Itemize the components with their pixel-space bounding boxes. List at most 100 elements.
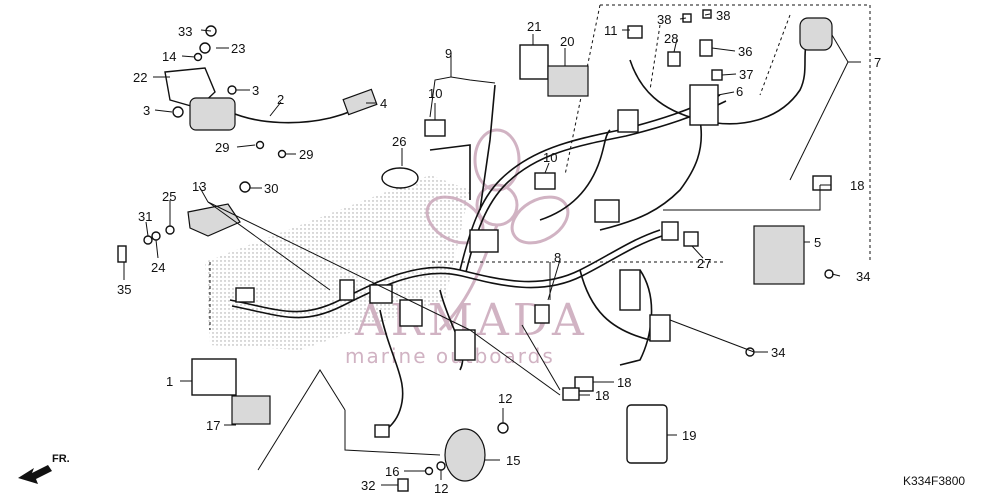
hardware <box>117 25 834 492</box>
callout-30: 30 <box>264 181 278 196</box>
connector-c <box>369 284 393 304</box>
callout-28: 28 <box>664 31 678 46</box>
front-arrow-icon <box>18 465 52 484</box>
callout-23: 23 <box>231 41 245 56</box>
direction-label: FR. <box>52 453 70 465</box>
relay-13 <box>187 203 241 237</box>
callout-4: 4 <box>380 96 387 111</box>
connector-d <box>399 299 423 327</box>
connector-b <box>339 279 355 301</box>
bolt-35 <box>117 245 127 263</box>
nut-3b <box>172 106 184 118</box>
callout-38b: 38 <box>716 8 730 23</box>
callout-34a: 34 <box>856 269 870 284</box>
unit-17 <box>231 395 271 425</box>
washer-31 <box>143 235 153 245</box>
bolt-34a <box>824 269 834 279</box>
connector-n <box>374 424 390 438</box>
box-19 <box>626 404 668 464</box>
spark-plug-cap <box>342 88 378 116</box>
screw-29b <box>277 149 287 159</box>
callout-3a: 3 <box>252 83 259 98</box>
nut-30 <box>239 181 251 193</box>
unit-20 <box>547 65 589 97</box>
connector-l <box>689 84 719 126</box>
callout-10b: 10 <box>543 150 557 165</box>
diagram-code: K334F3800 <box>903 474 965 488</box>
connector-i <box>649 314 671 342</box>
connector-f <box>534 304 550 324</box>
parts <box>164 9 833 482</box>
callout-22: 22 <box>133 70 147 85</box>
connector-g <box>594 199 620 223</box>
connector-m <box>469 229 499 253</box>
band-26 <box>381 167 419 189</box>
relay-18a <box>812 175 832 191</box>
washer-24 <box>151 231 161 241</box>
callout-11: 11 <box>604 23 618 38</box>
callout-7: 7 <box>874 55 881 70</box>
part-28 <box>667 51 681 67</box>
front-direction-indicator: FR. <box>18 453 70 484</box>
connector-e <box>454 329 476 361</box>
callout-labels: 33 23 14 22 3 3 2 4 29 29 26 30 13 25 31… <box>117 8 881 496</box>
harness-connectors <box>235 84 719 438</box>
washer-25 <box>165 225 175 235</box>
callout-3b: 3 <box>143 103 150 118</box>
callout-38a: 38 <box>657 12 671 27</box>
callout-1: 1 <box>166 374 173 389</box>
connector-h <box>619 269 641 311</box>
leader-lines <box>123 13 861 486</box>
bolt-32 <box>397 478 409 492</box>
callout-5: 5 <box>814 235 821 250</box>
clip-27 <box>683 231 699 247</box>
callout-16: 16 <box>385 464 399 479</box>
component-7 <box>799 17 833 51</box>
clip-10a <box>424 119 446 137</box>
callout-26: 26 <box>392 134 406 149</box>
callout-18c: 18 <box>595 388 609 403</box>
watermark-tagline: marine outboards <box>345 344 555 368</box>
washer-16 <box>424 466 434 476</box>
callout-29a: 29 <box>215 140 229 155</box>
connector-k <box>617 109 639 133</box>
ignition-coil <box>189 97 236 131</box>
clip-10b <box>534 172 556 190</box>
washer-12a <box>497 422 509 434</box>
callout-25: 25 <box>162 189 176 204</box>
callout-19: 19 <box>682 428 696 443</box>
callout-31: 31 <box>138 209 152 224</box>
screw-29a <box>255 140 265 150</box>
connector-j <box>661 221 679 241</box>
callout-34b: 34 <box>771 345 785 360</box>
relay-1 <box>191 358 237 396</box>
callout-29b: 29 <box>299 147 313 162</box>
callout-36: 36 <box>738 44 752 59</box>
regulator-5 <box>753 225 805 285</box>
callout-2: 2 <box>277 92 284 107</box>
callout-24: 24 <box>151 260 165 275</box>
callout-27: 27 <box>697 256 711 271</box>
washer-14 <box>193 52 203 62</box>
callout-17: 17 <box>206 418 220 433</box>
callout-13: 13 <box>192 179 206 194</box>
callout-35: 35 <box>117 282 131 297</box>
callout-18a: 18 <box>850 178 864 193</box>
callout-12a: 12 <box>498 391 512 406</box>
callout-10a: 10 <box>428 86 442 101</box>
callout-9: 9 <box>445 46 452 61</box>
callout-14: 14 <box>162 49 176 64</box>
nut-3a <box>227 85 237 95</box>
horn-15 <box>444 428 486 482</box>
connector-11 <box>627 25 643 39</box>
callout-8: 8 <box>554 250 561 265</box>
callout-15: 15 <box>506 453 520 468</box>
callout-6: 6 <box>736 84 743 99</box>
callout-20: 20 <box>560 34 574 49</box>
callout-37: 37 <box>739 67 753 82</box>
part-38b <box>702 9 712 19</box>
part-36 <box>699 39 713 57</box>
callout-12b: 12 <box>434 481 448 496</box>
cover-21 <box>519 44 549 80</box>
